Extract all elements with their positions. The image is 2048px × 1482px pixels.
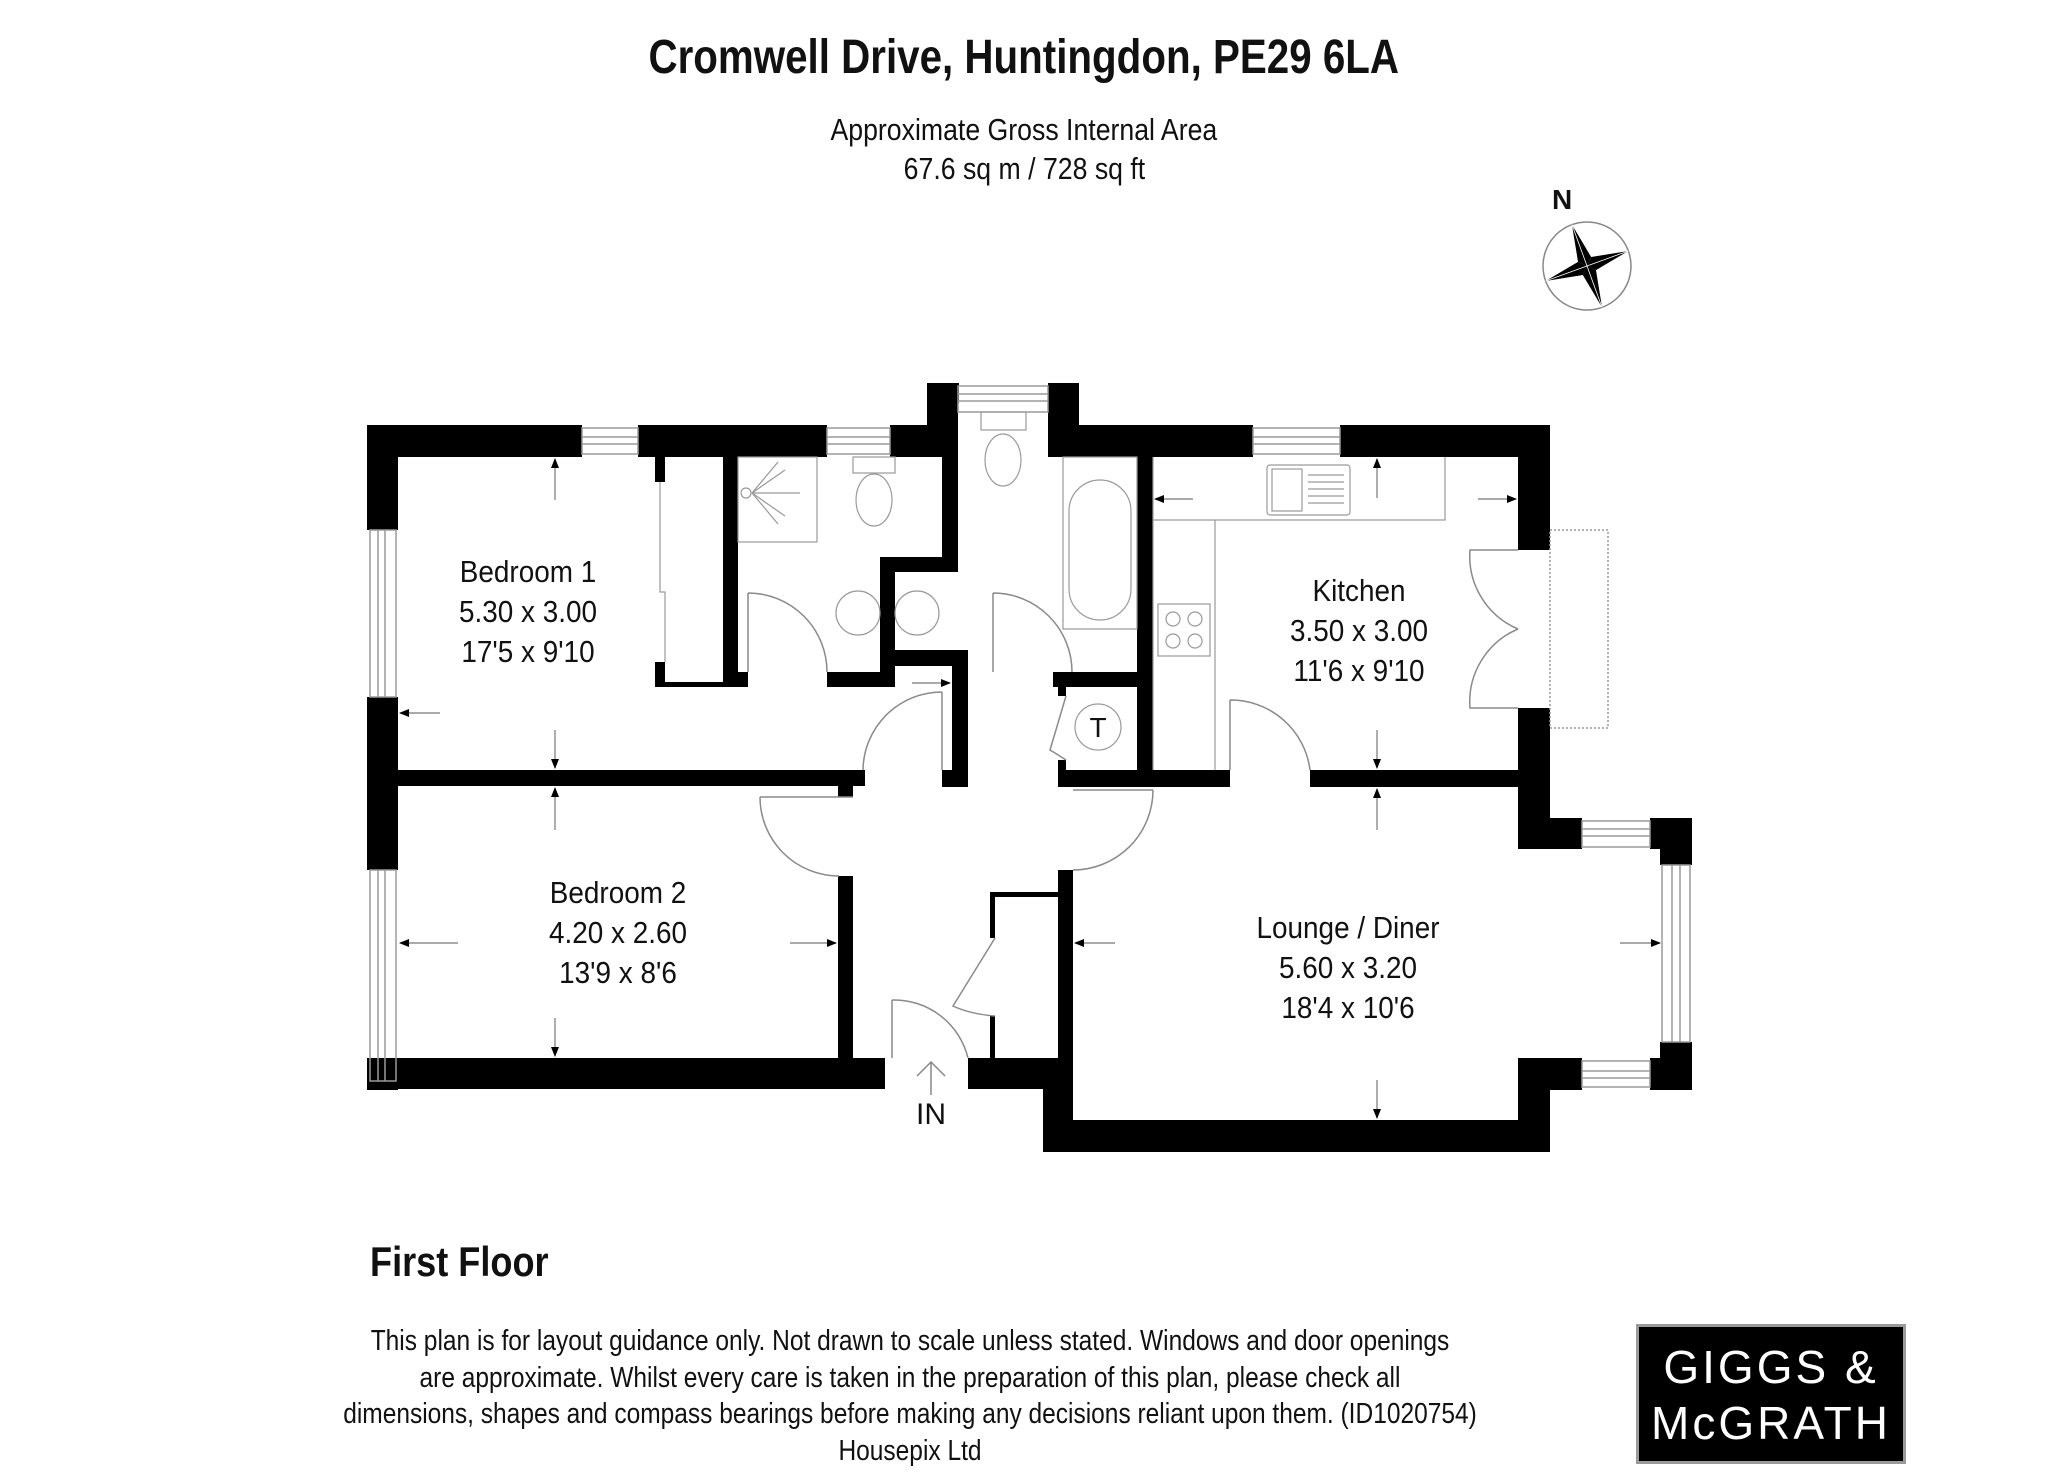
area-value: 67.6 sq m / 728 sq ft <box>903 151 1145 186</box>
tank-label: T <box>1089 712 1107 743</box>
tank-symbol <box>1074 703 1122 751</box>
compass-north-label: N <box>1552 184 1573 215</box>
room-metric: 3.50 x 3.00 <box>1289 613 1429 648</box>
room-bedroom-1: Bedroom 1 5.30 x 3.00 17'5 x 9'10 <box>398 552 658 672</box>
room-imperial: 11'6 x 9'10 <box>1293 653 1425 688</box>
room-name: Bedroom 1 <box>459 554 597 589</box>
dimension-arrows <box>399 458 1661 1119</box>
agency-logo: GIGGS & McGRATH <box>1636 1324 1906 1464</box>
fixtures <box>659 411 1446 770</box>
room-imperial: 18'4 x 10'6 <box>1281 990 1415 1025</box>
logo-line-1: GIGGS & <box>1663 1341 1879 1393</box>
room-name: Bedroom 2 <box>549 875 687 910</box>
room-imperial: 13'9 x 8'6 <box>559 955 677 990</box>
page-title: Cromwell Drive, Huntingdon, PE29 6LA <box>0 30 2048 86</box>
disclaimer: This plan is for layout guidance only. N… <box>220 1323 1600 1469</box>
disclaimer-line: Housepix Ltd <box>838 1434 982 1467</box>
room-metric: 4.20 x 2.60 <box>548 915 688 950</box>
floor-name: First Floor <box>370 1238 578 1286</box>
entrance-arrow-icon <box>916 1060 946 1095</box>
area-label: Approximate Gross Internal Area <box>830 112 1218 147</box>
floor-name-text: First Floor <box>370 1238 549 1285</box>
room-name: Kitchen <box>1312 573 1406 608</box>
disclaimer-line: This plan is for layout guidance only. N… <box>370 1325 1450 1357</box>
room-bedroom-2: Bedroom 2 4.20 x 2.60 13'9 x 8'6 <box>488 873 748 993</box>
area-info: Approximate Gross Internal Area 67.6 sq … <box>0 110 2048 188</box>
room-lounge-diner: Lounge / Diner 5.60 x 3.20 18'4 x 10'6 <box>1218 908 1478 1028</box>
room-name: Lounge / Diner <box>1256 910 1440 945</box>
logo-line-2: McGRATH <box>1651 1397 1891 1449</box>
title-text: Cromwell Drive, Huntingdon, PE29 6LA <box>648 31 1400 84</box>
room-imperial: 17'5 x 9'10 <box>461 634 595 669</box>
entrance-label: IN <box>916 1098 946 1131</box>
walls <box>367 383 1692 1152</box>
doors <box>747 549 1519 1059</box>
windows <box>369 385 1691 1088</box>
room-metric: 5.30 x 3.00 <box>458 594 598 629</box>
room-kitchen: Kitchen 3.50 x 3.00 11'6 x 9'10 <box>1229 571 1489 691</box>
room-metric: 5.60 x 3.20 <box>1278 950 1418 985</box>
disclaimer-line: dimensions, shapes and compass bearings … <box>343 1398 1477 1430</box>
disclaimer-line: are approximate. Whilst every care is ta… <box>419 1361 1401 1394</box>
compass-rose-icon <box>1542 221 1632 311</box>
shower-tray <box>737 456 818 543</box>
